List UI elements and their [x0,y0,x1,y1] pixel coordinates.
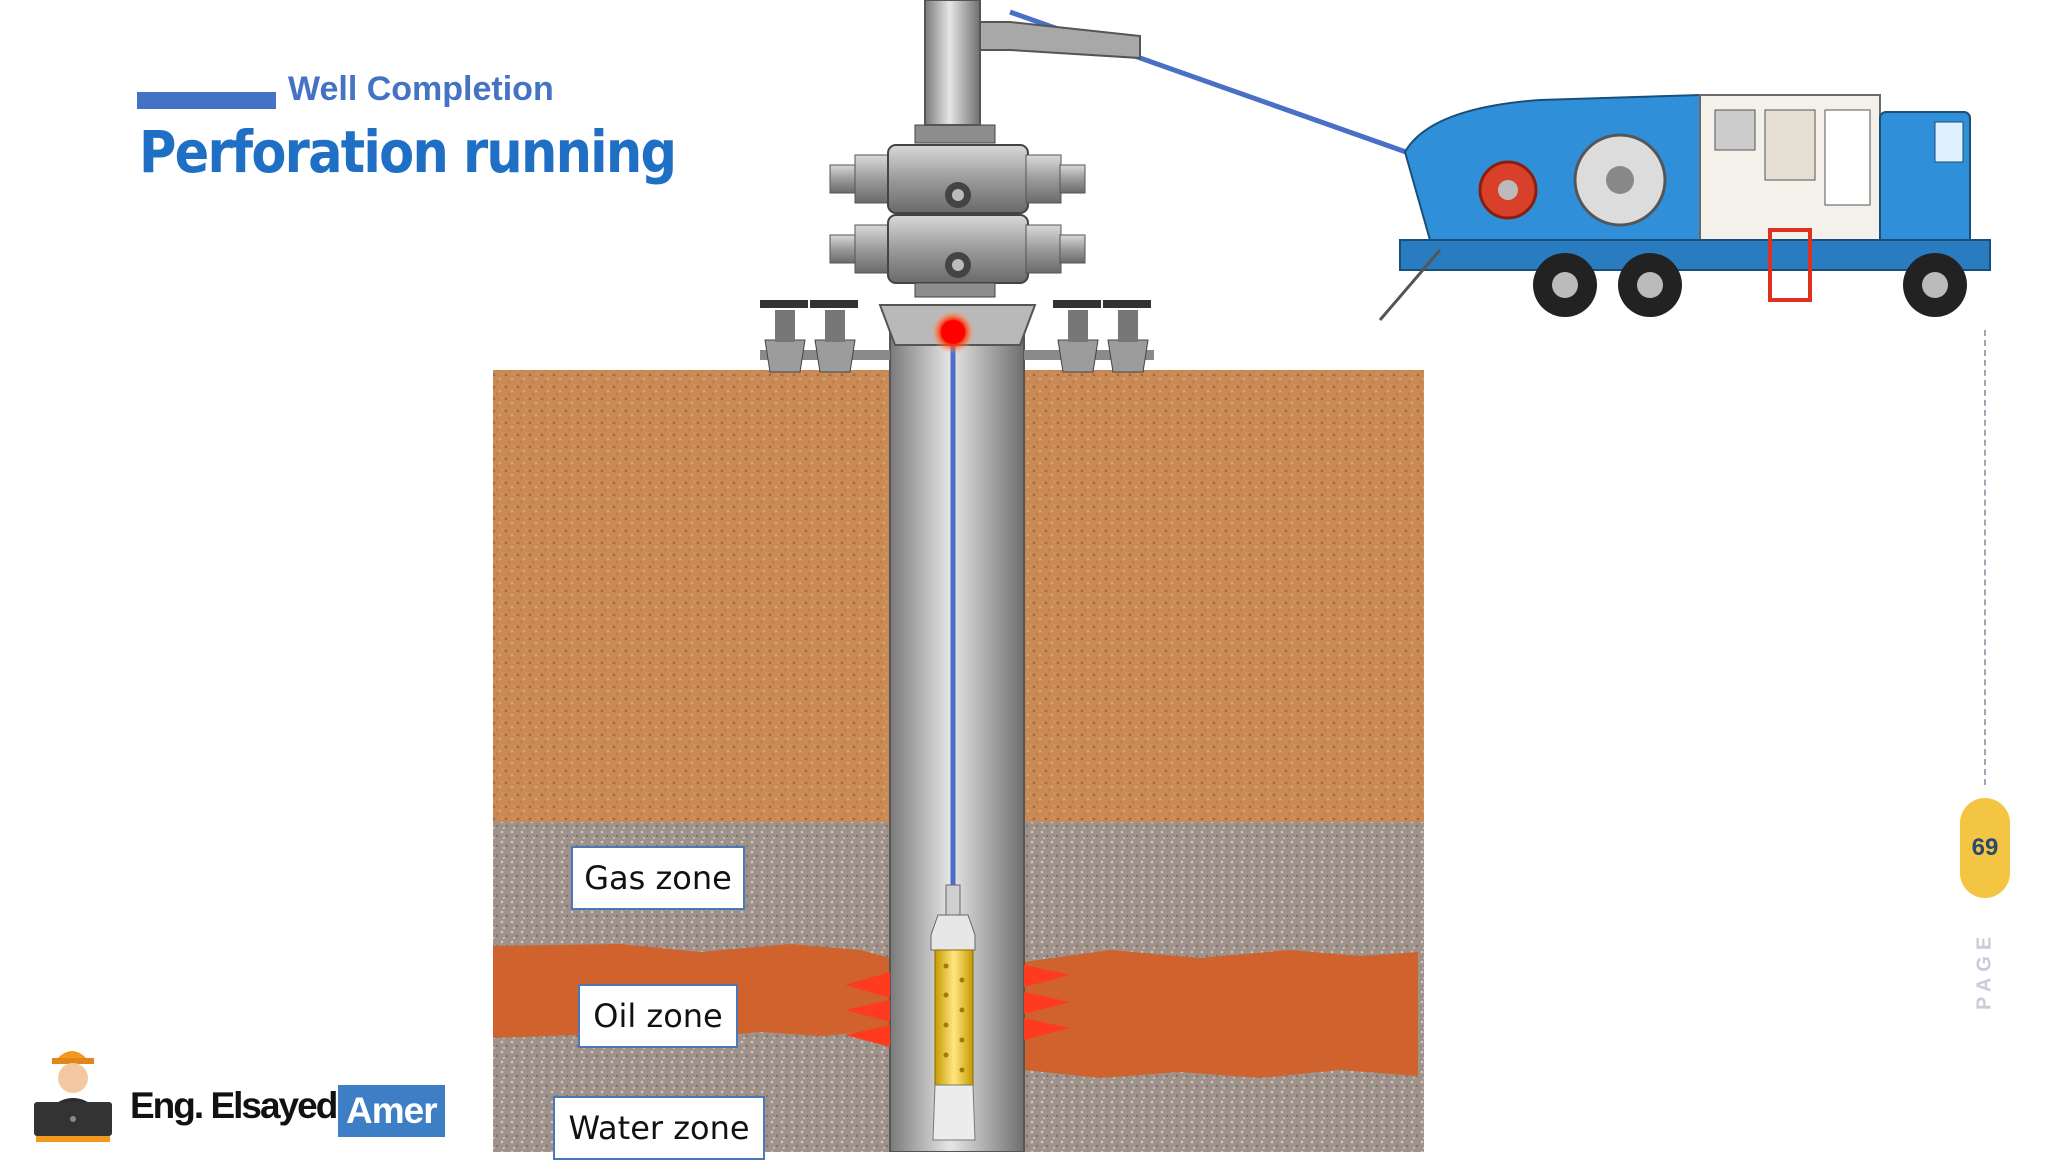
gas-zone-label: Gas zone [571,846,745,910]
water-zone-label: Water zone [553,1096,765,1160]
bop-ram-lower [829,214,1086,284]
page-title: Perforation running [139,118,677,186]
side-valve-left-2 [810,300,858,373]
oil-zone-label: Oil zone [578,984,738,1048]
side-valve-left-1 [760,300,808,373]
wireline-truck [1378,93,1991,321]
author-surname-highlight: Amer [338,1085,445,1137]
section-subtitle: Well Completion [288,70,554,108]
page-number-badge: 69 [1960,798,2010,898]
lubricator-arm [979,21,1141,60]
lubricator-riser [924,0,981,126]
bop-upper-flange [914,124,996,144]
side-valve-right-1 [1053,300,1101,373]
page-dashed-line [1984,330,1986,785]
oil-layer-right [1024,950,1418,1078]
perforation-jets-left [845,972,890,1047]
engineer-avatar-icon [34,1051,112,1142]
perforation-jets-right [1024,965,1070,1040]
header-accent-bar [137,92,276,109]
perforating-gun [930,884,976,1141]
page-label: PAGE [1973,930,1996,1010]
author-name: Eng. Elsayed [130,1085,338,1126]
side-valve-right-2 [1103,300,1151,373]
bop-ram-upper [829,144,1086,214]
